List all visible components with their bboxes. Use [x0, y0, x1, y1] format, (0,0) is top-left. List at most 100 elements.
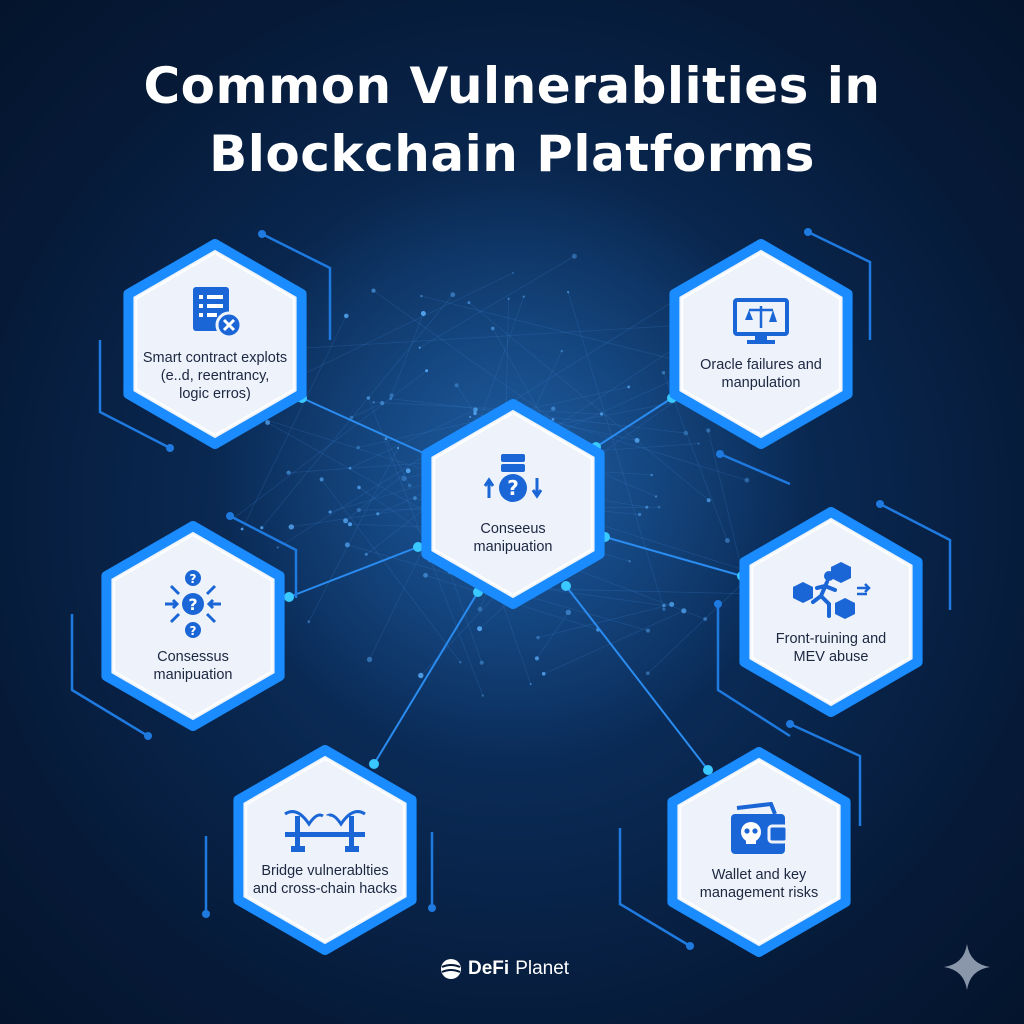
network-dot	[307, 620, 311, 624]
node-wallet-key-management: Wallet and key management risks	[674, 754, 844, 950]
hexagon-inner-ring	[751, 520, 911, 704]
network-dot	[481, 694, 484, 697]
node-label: Bridge vulnerablties and cross-chain hac…	[252, 863, 398, 897]
network-dot	[681, 608, 687, 614]
network-dot	[328, 510, 332, 514]
monitor-scale-icon	[733, 298, 789, 344]
svg-text:?: ?	[188, 595, 197, 614]
network-dot	[376, 512, 380, 516]
network-dot	[418, 672, 424, 679]
network-dot	[389, 397, 393, 401]
node-label: Front-ruining and MEV abuse	[775, 631, 887, 665]
network-link	[419, 255, 575, 348]
network-dot	[384, 437, 388, 440]
network-dot	[654, 495, 658, 498]
wallet-skull-icon	[731, 802, 789, 854]
network-link	[537, 604, 672, 638]
node-label: Conseeus manipuation	[473, 521, 553, 555]
network-dot	[646, 671, 650, 676]
network-dot	[344, 313, 349, 319]
network-dot	[522, 295, 525, 298]
hexagon-inner-ring	[135, 252, 295, 436]
network-link	[308, 447, 399, 622]
node-oracle-failures: Oracle failures and manpulation	[676, 246, 846, 442]
network-dot	[380, 401, 385, 406]
node-bridge-vulnerabilities: Bridge vulnerablties and cross-chain hac…	[240, 752, 410, 948]
network-dot	[425, 369, 429, 373]
network-link	[560, 563, 706, 620]
network-dot	[634, 437, 640, 443]
node-label: Oracle failures and manpulation	[700, 357, 822, 391]
network-dot	[286, 470, 291, 475]
connector-lines	[288, 397, 743, 771]
network-dot	[450, 292, 456, 298]
node-label: Wallet and key management risks	[699, 867, 819, 901]
hexagon-inner-ring	[245, 758, 405, 942]
svg-text:?: ?	[190, 572, 197, 586]
network-dot	[706, 498, 711, 503]
network-link	[544, 588, 753, 595]
network-dot	[418, 346, 421, 349]
network-dot	[744, 477, 750, 483]
network-dot	[661, 371, 666, 375]
network-dot	[276, 546, 279, 549]
network-dot	[637, 512, 642, 517]
network-dot	[650, 473, 653, 477]
hexagon-frame	[421, 399, 605, 609]
running-person-blocks-icon	[793, 562, 871, 619]
network-dot	[401, 475, 407, 482]
question-shield-icon: ?	[483, 454, 543, 502]
network-dot	[420, 294, 423, 298]
network-dot	[697, 442, 700, 445]
network-dot	[560, 349, 564, 353]
brand-name-defi: DeFi	[468, 958, 510, 979]
network-dot	[265, 420, 270, 425]
network-dot	[397, 446, 400, 450]
svg-text:?: ?	[507, 476, 519, 500]
network-link	[373, 290, 554, 420]
network-dot	[469, 415, 472, 418]
network-dot	[600, 412, 604, 416]
network-dot	[420, 311, 426, 316]
network-link	[529, 413, 747, 481]
node-smart-contract-exploits: Smart contract explots (e..d, reentrancy…	[130, 246, 300, 442]
network-dot	[529, 683, 532, 686]
network-dot	[349, 415, 354, 420]
network-link	[567, 291, 665, 610]
network-dot	[477, 606, 483, 612]
network-dot	[348, 522, 352, 527]
network-dot	[551, 418, 555, 421]
network-dot	[454, 383, 459, 388]
hexagon-inner-ring	[679, 760, 839, 944]
network-dot	[645, 505, 649, 509]
brand-name-planet: Planet	[515, 958, 570, 979]
network-dot	[534, 656, 539, 661]
hexagon-inner-ring	[681, 252, 841, 436]
network-link	[274, 322, 721, 351]
network-dot	[356, 445, 360, 450]
network-dot	[551, 406, 556, 411]
network-dot	[467, 301, 471, 305]
network-link	[321, 479, 461, 663]
question-cluster-icon: ? ? ?	[165, 570, 221, 638]
network-link	[349, 409, 476, 469]
network-dot	[389, 393, 394, 398]
network-dot	[405, 468, 411, 474]
network-dot	[372, 401, 375, 404]
network-dot	[541, 672, 546, 676]
node-center-consensus-manipulation: ? Conseeus manipuation	[428, 406, 598, 602]
network-dot	[511, 271, 514, 274]
network-link	[351, 402, 383, 418]
network-dot	[706, 428, 711, 433]
network-link	[707, 430, 743, 572]
network-dot	[507, 297, 510, 300]
network-dot	[343, 518, 349, 524]
hexagon-inner-ring	[433, 412, 593, 596]
network-dot	[646, 628, 650, 633]
hexagon-inner-ring	[113, 534, 273, 718]
network-dot	[536, 635, 540, 640]
page-title: Common Vulnerablities in Blockchain Plat…	[143, 57, 881, 183]
svg-text:?: ?	[190, 624, 197, 638]
network-dot	[479, 660, 484, 665]
network-dot	[473, 411, 477, 416]
